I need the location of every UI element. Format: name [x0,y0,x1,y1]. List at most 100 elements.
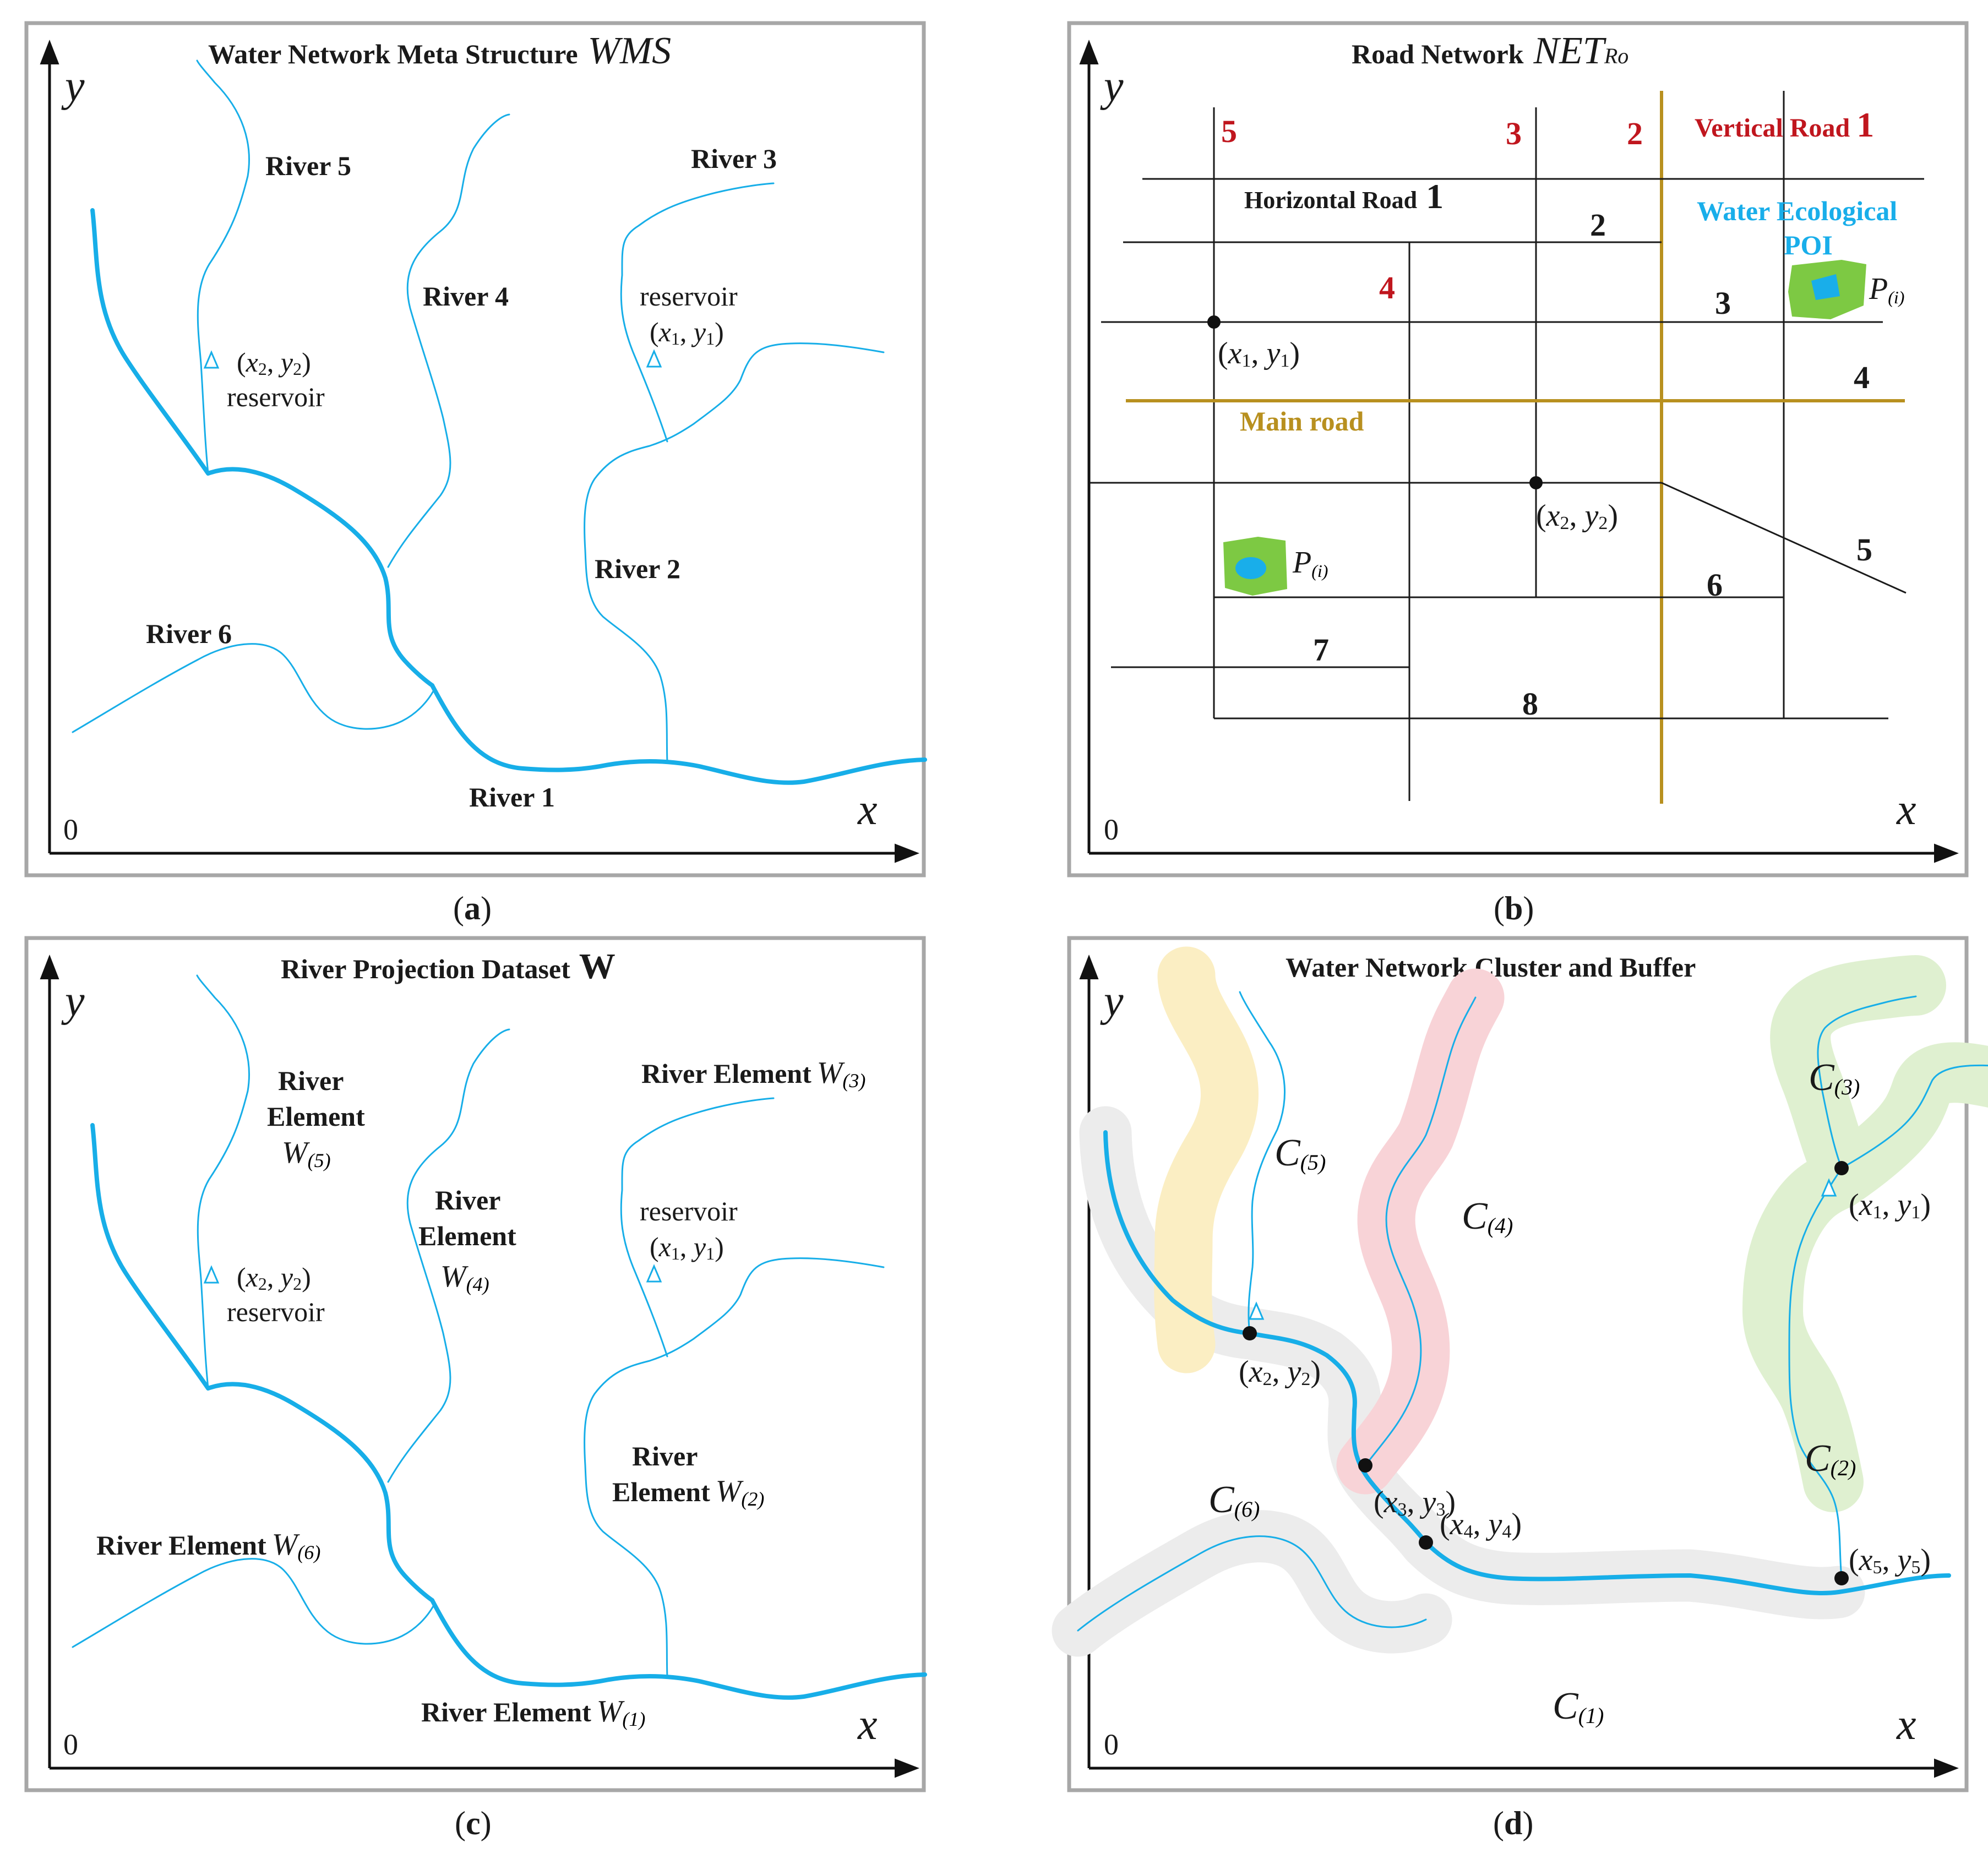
panel-c-direction-arrow-3 [646,1264,662,1283]
panel-d-point-1 [1834,1161,1849,1175]
panel-d-point-5 [1834,1571,1849,1585]
panel-b-caption: (b) [1494,890,1534,926]
panel-d: y x 0 Water Network Cluster and Buffer [1052,936,1988,1841]
panel-c-reservoir-label-b: reservoir [640,1196,738,1226]
panel-b-origin: 0 [1104,813,1119,846]
element-4-label-symbol: W(4) [440,1260,489,1295]
panel-d-axis-x-label: x [1896,1700,1916,1749]
panel-d-direction-arrow-c3 [1821,1178,1837,1197]
panel-a-origin: 0 [63,813,78,846]
panel-b: y x 0 Road Network NETRo [1067,21,1969,926]
element-3-path [620,1097,775,1358]
panel-b-axis-y-label: y [1100,62,1124,111]
river-3-path [620,182,775,443]
panel-a-river-2-label: River 2 [595,553,680,584]
panel-c-point-1-label: (x1, y1) [650,1231,724,1263]
road-number-3: 3 [1715,285,1731,321]
panel-a-reservoir-label-b: reservoir [640,281,738,312]
panel-d-origin: 0 [1104,1728,1119,1761]
cluster-label-c3: C(3) [1809,1056,1860,1099]
panel-a-direction-arrow-river3 [646,349,662,368]
panel-a-reservoir-label-a: reservoir [227,381,325,412]
panel-a: y x 0 Water Network Meta Structure WMS R… [24,21,927,926]
element-6-path [72,1558,436,1648]
element-5-label-element: Element [267,1101,365,1132]
vertical-number-3: 3 [1506,116,1522,151]
cluster-label-c1: C(1) [1553,1685,1604,1728]
panel-a-river-6-label: River 6 [146,618,232,649]
poi-symbol-bottom: P(i) [1292,546,1328,581]
panel-d-point-2 [1243,1326,1257,1340]
element-4-label-element: Element [418,1220,516,1251]
panel-c-reservoir-label-a: reservoir [227,1296,325,1327]
panel-c-direction-arrow-5 [203,1265,220,1284]
poi-water-top [1811,274,1840,300]
panel-c-rivers [72,974,927,1700]
panel-d-point-2-label: (x2, y2) [1239,1355,1321,1389]
element-5-label-river: River [278,1065,344,1096]
panel-c-origin: 0 [63,1728,78,1761]
cluster-c2-path [1788,1064,1988,1579]
panel-d-point-4 [1419,1535,1433,1550]
element-2-label-river: River [632,1441,698,1471]
element-main-upper-path [90,1123,434,1602]
buffer-c5-yellow [1154,946,1259,1373]
panel-c-title: River Projection Dataset W [281,946,616,986]
element-2-path [584,1257,885,1678]
panel-a-point-1-label: (x1, y1) [650,317,724,348]
panel-b-point-1 [1207,315,1221,329]
element-4-label-river: River [435,1185,500,1215]
element-5-label-symbol: W(5) [282,1136,331,1171]
red-number-4: 4 [1379,270,1395,306]
cluster-label-c4: C(4) [1462,1195,1513,1238]
panel-c-axis-y-label: y [61,977,85,1026]
panel-a-direction-arrow-river5 [203,350,220,369]
cluster-c3-path [1817,995,1917,1169]
cluster-c5-path [1239,991,1286,1334]
panel-d-axis-y-label: y [1100,977,1124,1026]
panel-b-frame [1067,21,1969,877]
poi-symbol-top: P(i) [1869,272,1904,307]
poi-label-line-1: Water Ecological [1697,195,1897,226]
river-6-path [72,643,436,733]
panel-a-river-1-label: River 1 [469,782,555,813]
cluster-c1-path [1103,1130,1951,1595]
road-number-2: 2 [1590,207,1606,243]
element-4-path [387,1028,510,1483]
panel-d-caption: (d) [1493,1805,1533,1841]
panel-d-point-3 [1358,1458,1372,1473]
panel-a-axis-x-label: x [857,786,878,834]
panel-d-rivers [1077,991,1988,1632]
cluster-label-c5: C(5) [1275,1132,1326,1175]
panel-a-rivers [72,59,927,785]
river-5-path [196,59,250,475]
panel-d-point-3-label: (x3, y3) [1374,1485,1456,1520]
river-2-path [584,342,885,764]
panel-d-direction-arrow-c5 [1248,1301,1265,1320]
panel-c-axis-x-label: x [857,1700,878,1749]
panel-a-caption: (a) [453,890,492,926]
poi-label-line-2: POI [1784,230,1833,260]
panel-c-caption: (c) [455,1805,492,1841]
vertical-number-2: 2 [1627,116,1643,151]
cluster-c4-path [1364,996,1477,1467]
road-number-8: 8 [1522,686,1538,722]
panel-b-point-2 [1529,476,1543,489]
vertical-number-5: 5 [1221,113,1237,149]
river-main-upper-path [90,208,434,688]
road-number-5: 5 [1856,532,1872,568]
panel-d-point-1-label: (x1, y1) [1849,1188,1931,1223]
panel-a-axis-y-label: y [61,62,85,111]
main-road-label: Main road [1240,406,1364,437]
buffer-c3-green [1770,955,1946,1198]
panel-a-river-3-label: River 3 [691,143,777,174]
road-h-5-diagonal [1661,482,1907,594]
panel-b-axis-x-label: x [1896,786,1916,834]
road-number-6: 6 [1707,567,1723,603]
